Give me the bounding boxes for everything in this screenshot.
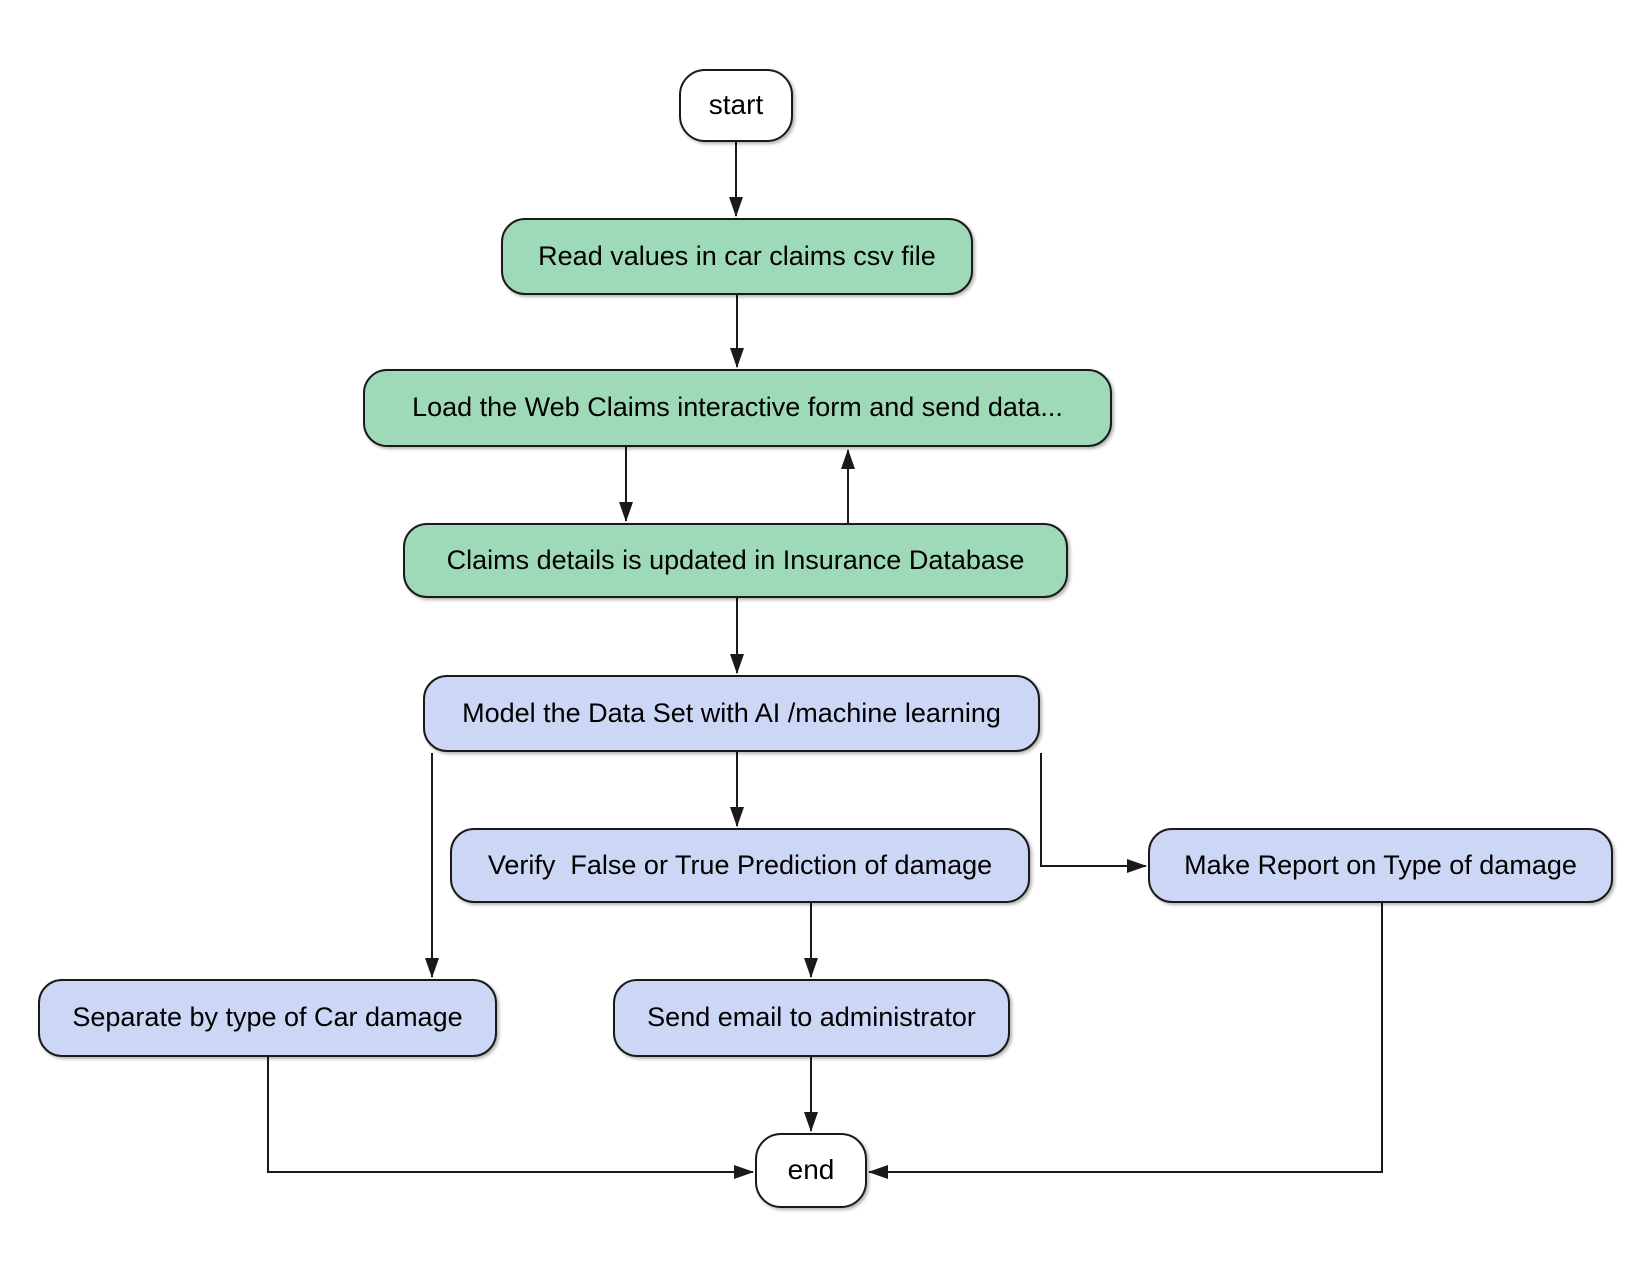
node-end: end: [755, 1133, 867, 1208]
node-label-update-insurance-db: Claims details is updated in Insurance D…: [446, 544, 1025, 575]
node-label-separate-damage: Separate by type of Car damage: [72, 1002, 463, 1033]
node-label-start: start: [708, 89, 764, 121]
node-separate-damage: Separate by type of Car damage: [38, 979, 497, 1057]
node-label-read-csv: Read values in car claims csv file: [538, 240, 936, 271]
node-read-csv: Read values in car claims csv file: [501, 218, 973, 295]
node-update-insurance-db: Claims details is updated in Insurance D…: [403, 523, 1068, 598]
node-label-load-web-claims: Load the Web Claims interactive form and…: [412, 392, 1063, 423]
node-label-make-report: Make Report on Type of damage: [1184, 849, 1577, 880]
edge-separate-damage-to-end: [267, 1057, 754, 1179]
node-label-verify-prediction: Verify False or True Prediction of damag…: [487, 849, 993, 880]
node-load-web-claims: Load the Web Claims interactive form and…: [363, 369, 1112, 447]
node-start: start: [679, 69, 793, 142]
node-label-send-email: Send email to administrator: [647, 1002, 976, 1033]
node-model-dataset: Model the Data Set with AI /machine lear…: [423, 675, 1040, 752]
node-verify-prediction: Verify False or True Prediction of damag…: [450, 828, 1030, 903]
node-make-report: Make Report on Type of damage: [1148, 828, 1613, 903]
edge-model-dataset-to-make-report: [1040, 753, 1147, 873]
node-label-model-dataset: Model the Data Set with AI /machine lear…: [462, 697, 1001, 728]
node-label-end: end: [787, 1154, 835, 1186]
node-send-email: Send email to administrator: [613, 979, 1010, 1057]
